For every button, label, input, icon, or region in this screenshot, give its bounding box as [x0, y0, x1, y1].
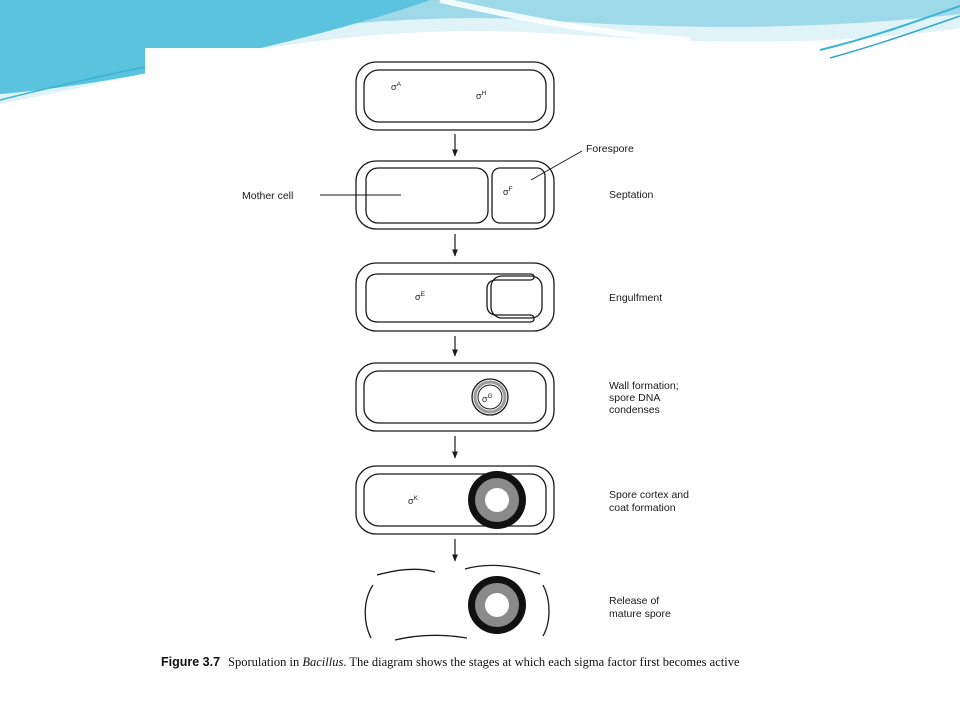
sigma-symbol: σ [482, 394, 488, 404]
mother-cell-label: Mother cell [242, 190, 293, 202]
caption-genus: Bacillus [302, 655, 344, 669]
spore-core [485, 593, 509, 617]
engulfed-forespore [490, 275, 543, 319]
cell-outer-wall [355, 465, 555, 535]
stage-wall-formation: σG [355, 362, 555, 432]
forespore-cortex-layer [473, 380, 507, 414]
svg-text:σG: σG [482, 393, 493, 404]
lysed-wall-top-left [376, 568, 436, 576]
stage-engulfment: σE [355, 262, 555, 332]
caption-text-before: Sporulation in [228, 655, 303, 669]
stage-vegetative-cell: σA σH [355, 61, 555, 131]
stage-label-line: Release of [609, 595, 659, 607]
stage-label-line: Septation [609, 189, 654, 201]
svg-text:σH: σH [476, 90, 487, 101]
sigma-symbol: σ [391, 82, 397, 92]
banner-streak-2 [819, 5, 960, 51]
stage-label-line: spore DNA [609, 392, 660, 404]
cell-inner-membrane [363, 370, 547, 424]
lysed-wall-right [542, 584, 550, 637]
cell-inner-membrane [363, 69, 547, 123]
sigma-a-superscript: A [397, 81, 402, 88]
stage-label-release: Release of mature spore [609, 595, 671, 620]
banner-wave-dark [0, 0, 430, 94]
engulfing-membrane [365, 273, 535, 323]
lysed-wall-left [364, 584, 374, 639]
cell-outer-wall [355, 262, 555, 332]
lysed-wall-top-right [464, 564, 541, 575]
stage-label-cortex-coat: Spore cortex and coat formation [609, 489, 692, 514]
cell-outer-wall [355, 61, 555, 131]
stage-label-septation: Septation [609, 189, 654, 201]
forespore-pointer-line [530, 150, 583, 181]
slide-header-banner [0, 0, 960, 104]
sigma-g-superscript: G [488, 393, 493, 400]
stage-label-line: Wall formation; [609, 380, 679, 392]
svg-text:σK: σK [408, 495, 419, 506]
stage-cortex-coat-formation: σK [355, 465, 555, 535]
forespore-outer-wall [471, 378, 509, 416]
stage-label-engulfment: Engulfment [609, 292, 662, 304]
sigma-symbol: σ [415, 292, 421, 302]
sigma-symbol: σ [503, 187, 509, 197]
forespore-compartment [491, 167, 546, 224]
svg-text:σA: σA [391, 81, 402, 92]
lysed-wall-bottom [394, 634, 468, 641]
sigma-symbol: σ [408, 496, 414, 506]
spore-core [485, 488, 509, 512]
svg-text:σF: σF [503, 186, 513, 197]
figure-number: Figure 3.7 [161, 655, 221, 669]
stage-label-line: Spore cortex and [609, 489, 689, 501]
sigma-k-superscript: K [414, 495, 419, 502]
sigma-f-superscript: F [509, 186, 513, 193]
stage-label-line: mature spore [609, 608, 671, 620]
stage-label-line: condenses [609, 404, 660, 416]
forespore-label: Forespore [586, 143, 634, 155]
forespore-inner-membrane [477, 384, 503, 410]
cell-inner-membrane [363, 473, 547, 527]
figure-panel: σA σH σF Forespore Mother cell σE [145, 48, 817, 693]
caption-text-after: . The diagram shows the stages at which … [343, 655, 740, 669]
stage-spore-release [364, 564, 550, 641]
figure-caption: Figure 3.7 Sporulation in Bacillus. The d… [161, 654, 801, 670]
sporulation-diagram: σA σH σF Forespore Mother cell σE [242, 61, 692, 641]
stage-label-line: Engulfment [609, 292, 662, 304]
sigma-symbol: σ [476, 91, 482, 101]
stage-label-line: coat formation [609, 502, 676, 514]
sigma-e-superscript: E [421, 291, 426, 298]
stage-label-wall-formation: Wall formation; spore DNA condenses [609, 380, 682, 416]
svg-text:σE: σE [415, 291, 426, 302]
stage-septation: σF Forespore Mother cell [242, 143, 634, 230]
cell-outer-wall [355, 362, 555, 432]
banner-streak-3 [829, 15, 960, 59]
banner-streak-4 [0, 65, 151, 101]
sigma-h-superscript: H [482, 90, 487, 97]
banner-streak-1 [439, 0, 691, 43]
